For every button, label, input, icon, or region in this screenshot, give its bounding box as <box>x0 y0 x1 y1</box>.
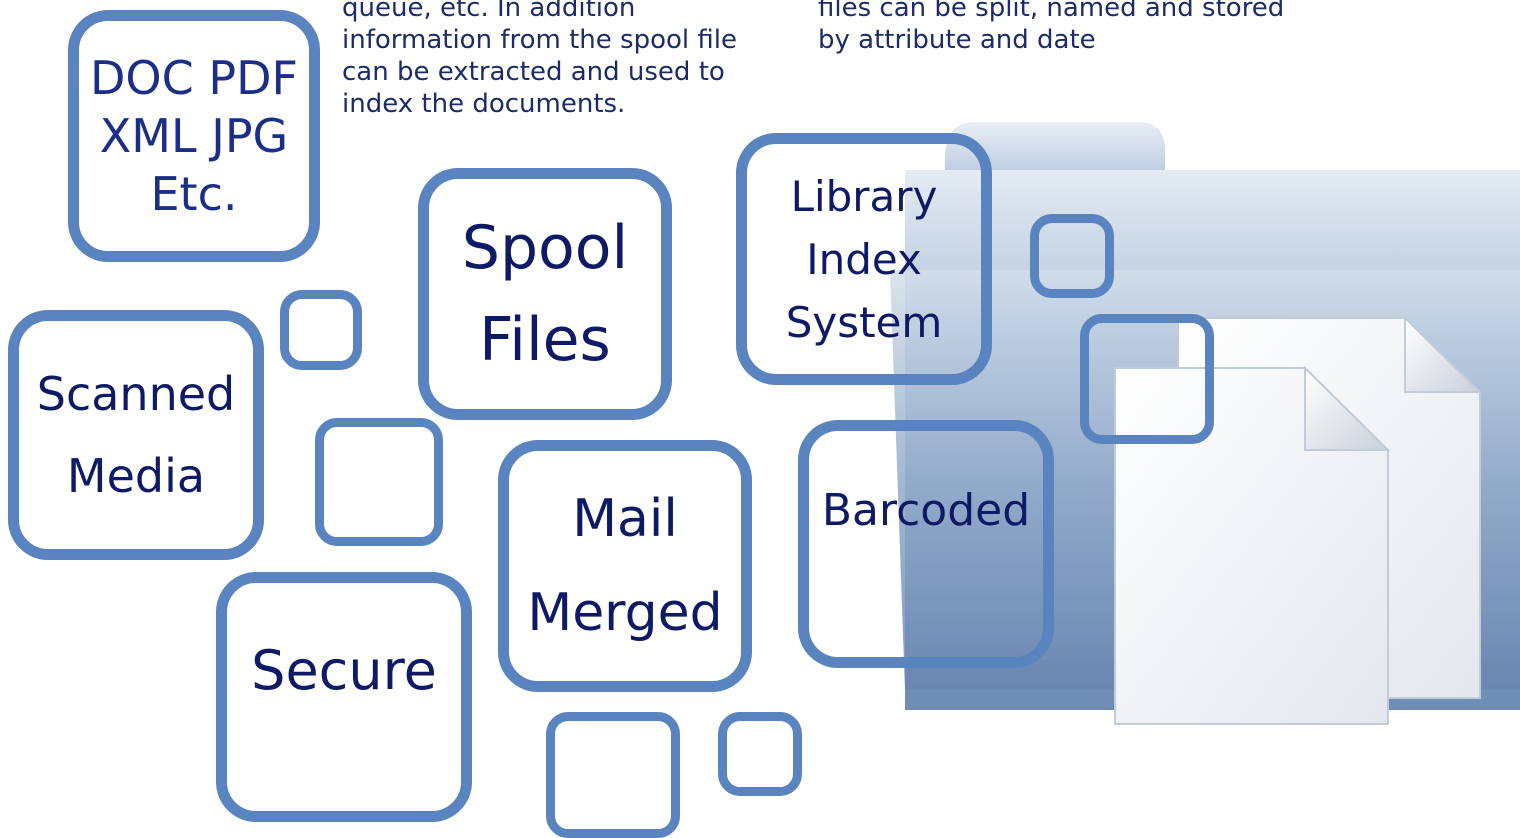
decorative-square <box>1030 214 1114 298</box>
secure-box-label: Secure <box>251 639 437 702</box>
spool-text-line: queue, etc. In addition <box>342 0 636 23</box>
spool-description-text: queue, etc. In addition information from… <box>342 0 737 120</box>
scanned-media-box-line: Scanned <box>36 367 236 421</box>
document-icon <box>1114 315 1483 725</box>
formats-box-line: XML JPG <box>99 109 289 163</box>
decorative-square <box>280 290 362 370</box>
spool-text-line: index the documents. <box>342 89 626 119</box>
split-text-line: by attribute and date <box>818 25 1096 55</box>
spool-files-box-line: Spool <box>461 213 629 283</box>
barcoded-box: Barcoded <box>798 420 1054 668</box>
library-index-box-line: Library <box>790 171 938 221</box>
spool-files-box-line: Files <box>479 305 611 375</box>
split-description-text: files can be split, named and stored by … <box>818 0 1284 56</box>
spool-text-line: information from the spool file <box>342 25 737 55</box>
library-index-box: Library Index System <box>736 133 992 385</box>
secure-box: Secure <box>216 572 472 822</box>
decorative-square <box>1080 314 1214 444</box>
scanned-media-box: Scanned Media <box>8 310 264 560</box>
formats-box: DOC PDF XML JPG Etc. <box>68 10 320 262</box>
split-text-line: files can be split, named and stored <box>818 0 1285 23</box>
formats-box-line: Etc. <box>150 167 238 221</box>
mail-merged-box-line: Mail <box>572 489 678 549</box>
decorative-square <box>315 418 443 546</box>
barcoded-box-label: Barcoded <box>821 485 1031 536</box>
spool-text-line: can be extracted and used to <box>342 57 725 87</box>
decorative-square <box>546 712 680 838</box>
spool-files-box: Spool Files <box>418 168 672 420</box>
library-index-box-line: System <box>785 297 943 347</box>
mail-merged-box: Mail Merged <box>498 440 752 692</box>
scanned-media-box-line: Media <box>66 449 206 503</box>
decorative-square <box>718 712 802 796</box>
mail-merged-box-line: Merged <box>527 583 723 643</box>
formats-box-line: DOC PDF <box>90 51 298 105</box>
library-index-box-line: Index <box>806 234 922 284</box>
